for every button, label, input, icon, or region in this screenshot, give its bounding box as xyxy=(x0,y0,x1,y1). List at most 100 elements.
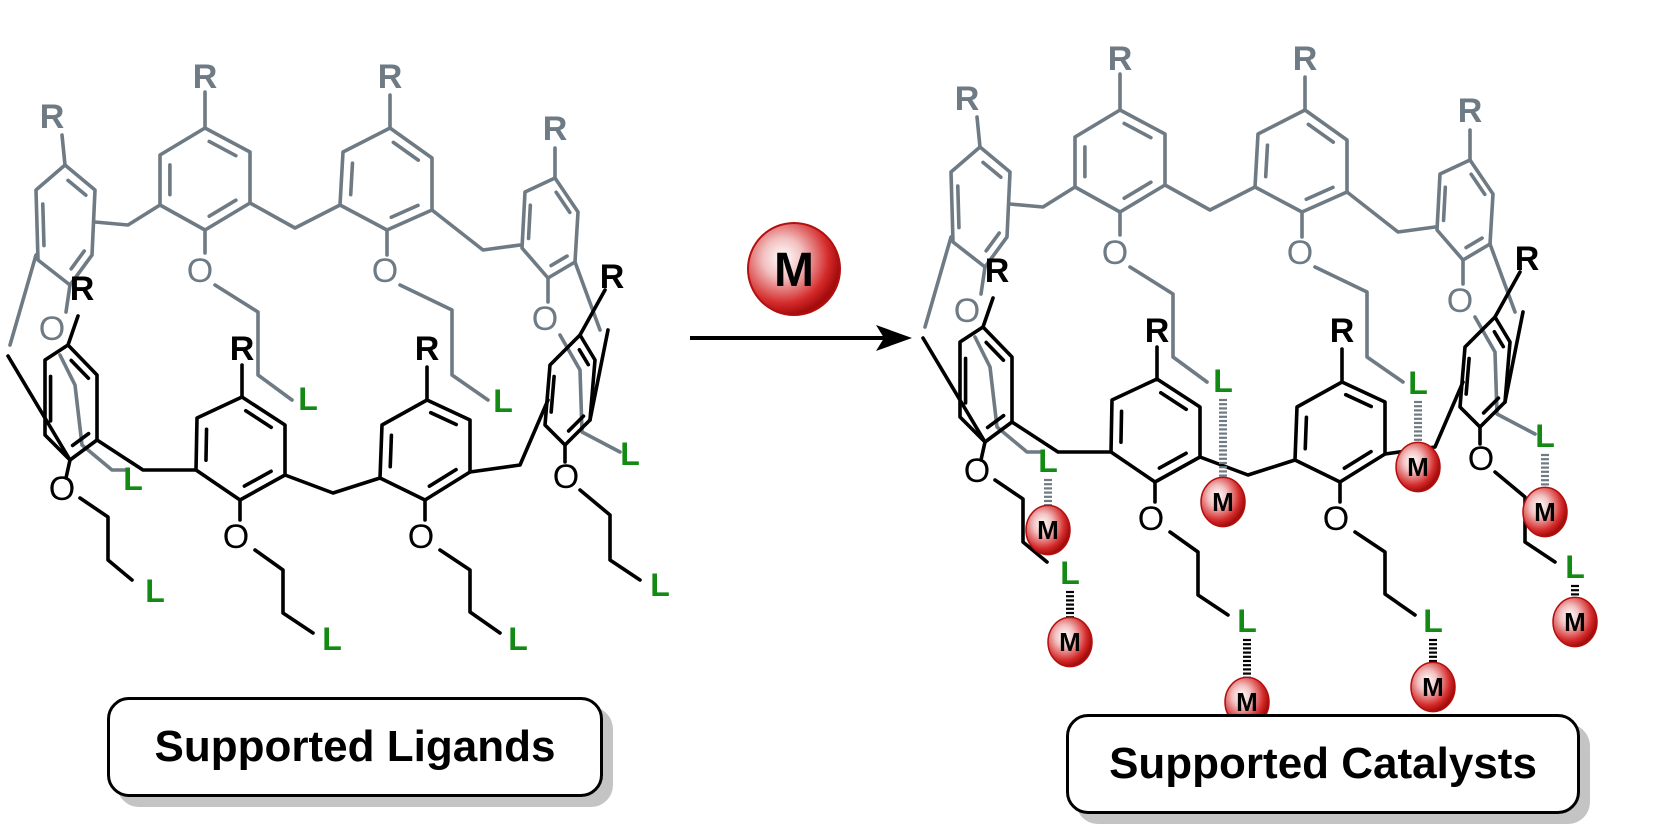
substituent-label: R xyxy=(1145,312,1170,350)
metal-sphere: M xyxy=(1410,661,1456,713)
metal-sphere-body xyxy=(1025,504,1071,556)
supported-ligands-label: Supported Ligands xyxy=(107,697,603,797)
double-bond xyxy=(549,374,556,414)
ring-bonds xyxy=(1109,377,1202,484)
oxygen-label: O xyxy=(954,292,980,330)
metal-sphere: M xyxy=(1395,441,1441,493)
methylene-bridge xyxy=(95,438,198,472)
linker-chain xyxy=(213,283,294,402)
back-ring-2 xyxy=(338,126,434,232)
ring-bonds xyxy=(1073,108,1167,214)
substituent-bond xyxy=(578,288,607,337)
double-bond xyxy=(1304,185,1335,202)
double-bond xyxy=(204,427,209,462)
oxygen-label: O xyxy=(1447,282,1473,320)
ligand-label: L xyxy=(1423,603,1443,639)
substituent-bond xyxy=(981,296,995,329)
ring-bonds xyxy=(194,395,287,502)
ligand-label: L xyxy=(1565,549,1585,585)
methylene-bridge xyxy=(1198,455,1297,477)
front-ring-far-left xyxy=(958,325,1014,444)
reaction-arrow xyxy=(690,325,912,351)
double-bond xyxy=(389,203,420,220)
double-bond xyxy=(348,161,355,197)
double-bond xyxy=(242,469,273,488)
double-bond xyxy=(981,160,1003,179)
double-bond xyxy=(1464,356,1471,396)
ligand-label: L xyxy=(1237,603,1257,639)
ring-bonds xyxy=(158,126,252,232)
oxygen-bond xyxy=(979,265,987,296)
supported-ligands-text: Supported Ligands xyxy=(154,722,556,771)
double-bond xyxy=(984,340,1006,363)
oxygen-label: O xyxy=(49,470,75,508)
double-bond xyxy=(207,139,238,158)
substituent-bond xyxy=(975,115,982,149)
coordination-bond xyxy=(1414,400,1422,446)
linker-chain xyxy=(58,353,127,472)
metal-sphere-label: M xyxy=(1407,452,1429,482)
ring-bonds xyxy=(1293,380,1387,484)
oxygen-label: O xyxy=(1323,500,1349,538)
ligand-label: L xyxy=(1408,365,1428,401)
metal-sphere-body xyxy=(1410,661,1456,713)
metal-sphere: M xyxy=(1552,596,1598,648)
substituent-label: R xyxy=(40,98,65,136)
metal-sphere-label: M xyxy=(1059,627,1081,657)
methylene-bridge xyxy=(283,473,382,495)
ligand-label: L xyxy=(1060,555,1080,591)
double-bond xyxy=(577,348,591,367)
double-bond xyxy=(566,414,586,433)
metal-sphere-label: M xyxy=(1236,687,1258,717)
linker-chain xyxy=(1353,530,1417,617)
metal-sphere: M xyxy=(1522,486,1568,538)
double-bond xyxy=(1122,121,1153,140)
substituent-label: R xyxy=(1458,92,1483,130)
back-ring-far-right xyxy=(1435,158,1495,262)
ligand-label: L xyxy=(493,383,513,419)
metal-sphere-body xyxy=(1395,441,1441,493)
substituent-label: R xyxy=(193,58,218,96)
metal-sphere-body xyxy=(1047,616,1093,668)
substituent-bond xyxy=(1493,270,1522,319)
supported-catalysts-label: Supported Catalysts xyxy=(1066,714,1580,814)
linker-chain xyxy=(993,478,1049,564)
substituent-bond xyxy=(60,133,67,167)
substituent-label: R xyxy=(955,80,980,118)
metal-sphere-body xyxy=(1552,596,1598,648)
substituent-label: R xyxy=(415,330,440,368)
double-bond xyxy=(1263,143,1270,179)
double-bond xyxy=(428,410,459,427)
double-bond xyxy=(207,198,238,219)
methylene-bond xyxy=(1503,310,1525,404)
double-bond xyxy=(985,413,1006,430)
double-bond xyxy=(1122,180,1153,201)
methylene-bond xyxy=(1488,242,1517,314)
metal-sphere-body xyxy=(1200,476,1246,528)
ring-bonds xyxy=(1253,108,1349,214)
methylene-bond xyxy=(573,260,602,332)
oxygen-bond xyxy=(64,283,72,314)
linker-chain xyxy=(253,548,315,635)
back-ring-1 xyxy=(1073,108,1167,214)
coordination-bond xyxy=(1243,638,1251,679)
double-bond xyxy=(984,231,1002,253)
double-bond xyxy=(391,140,421,162)
substituent-label: R xyxy=(1330,312,1355,350)
ligand-label: L xyxy=(322,621,342,657)
methylene-bridge xyxy=(248,201,342,230)
double-bond xyxy=(1469,172,1487,197)
oxygen-label: O xyxy=(1138,500,1164,538)
front-ring-1 xyxy=(1109,377,1202,484)
front-ring-far-left xyxy=(43,343,99,462)
oxygen-label: O xyxy=(1287,234,1313,272)
ligand-label: L xyxy=(123,461,143,497)
double-bond xyxy=(1441,185,1448,223)
linker-chain xyxy=(973,335,1042,454)
metal-sphere-label: M xyxy=(1534,497,1556,527)
metal-reagent-label: M xyxy=(774,244,814,297)
metal-sphere-label: M xyxy=(1564,607,1586,637)
substituent-label: R xyxy=(378,58,403,96)
